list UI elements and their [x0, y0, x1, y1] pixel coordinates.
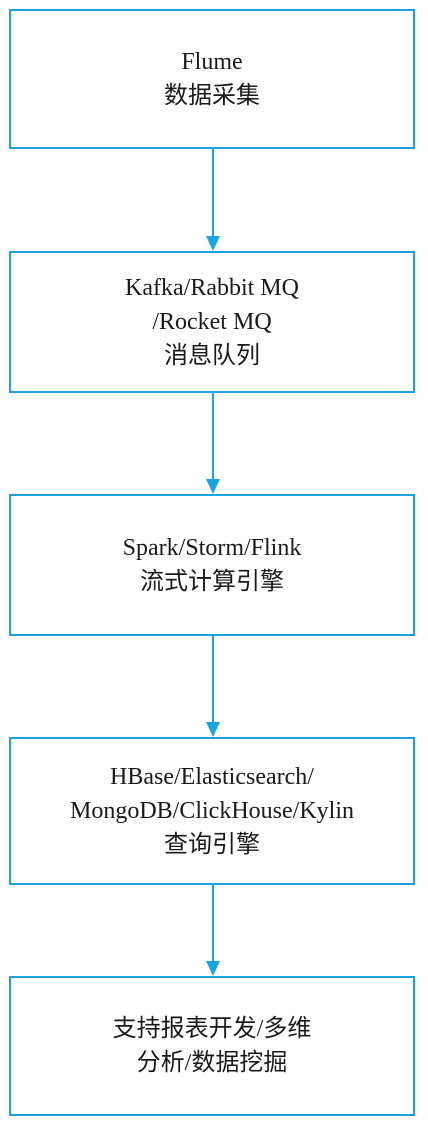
flow-step-query-engine: HBase/Elasticsearch/ MongoDB/ClickHouse/… — [9, 737, 415, 885]
step-text-line: HBase/Elasticsearch/ — [110, 764, 314, 790]
step-text-line: MongoDB/ClickHouse/Kylin — [69, 798, 354, 824]
arrow-1 — [206, 149, 220, 251]
flow-step-stream-engine: Spark/Storm/Flink 流式计算引擎 — [9, 494, 415, 636]
arrow-head — [206, 479, 220, 494]
step-text-line: 消息队列 — [164, 343, 260, 369]
step-text-line: Spark/Storm/Flink — [122, 535, 302, 561]
flow-step-reporting-analysis: 支持报表开发/多维 分析/数据挖掘 — [9, 976, 415, 1116]
step-text-line: 流式计算引擎 — [140, 569, 284, 595]
arrow-2 — [206, 393, 220, 494]
flow-step-data-collection: Flume 数据采集 — [9, 9, 415, 149]
step-text-line: Kafka/Rabbit MQ — [125, 275, 299, 301]
arrow-head — [206, 236, 220, 251]
arrow-head — [206, 722, 220, 737]
step-text-line: /Rocket MQ — [152, 309, 272, 335]
step-text-line: 支持报表开发/多维 — [112, 1016, 312, 1042]
step-text-line: 分析/数据挖掘 — [136, 1050, 288, 1076]
step-text-line: Flume — [181, 49, 243, 75]
arrow-head — [206, 961, 220, 976]
flow-step-message-queue: Kafka/Rabbit MQ /Rocket MQ 消息队列 — [9, 251, 415, 393]
step-text-line: 数据采集 — [164, 83, 260, 109]
arrow-4 — [206, 885, 220, 976]
arrow-3 — [206, 636, 220, 737]
step-text-line: 查询引擎 — [164, 832, 260, 858]
